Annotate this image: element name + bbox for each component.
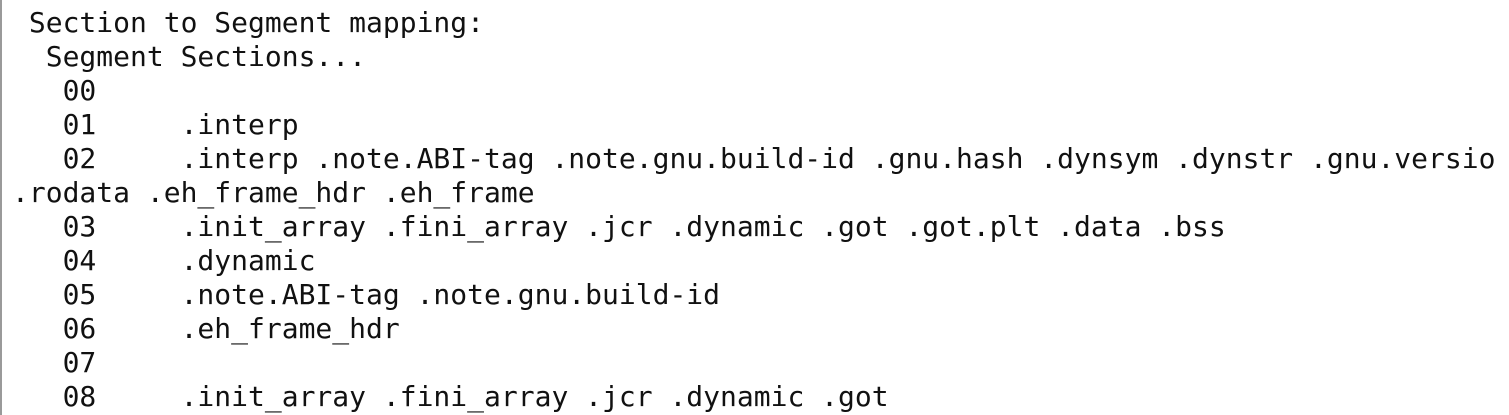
- segment-line-06: 06 .eh_frame_hdr: [12, 312, 417, 345]
- segment-line-04: 04 .dynamic: [12, 244, 333, 277]
- segment-line-07: 07: [12, 346, 181, 379]
- segment-sections-header: Segment Sections...: [12, 40, 367, 73]
- segment-line-00: 00: [12, 74, 181, 107]
- segment-line-02-wrap: .rodata .eh_frame_hdr .eh_frame: [12, 176, 552, 209]
- segment-line-08: 08 .init_array .fini_array .jcr .dynamic…: [12, 380, 906, 413]
- segment-line-01: 01 .interp: [12, 108, 316, 141]
- segment-line-02: 02 .interp .note.ABI-tag .note.gnu.build…: [12, 142, 1496, 175]
- segment-line-05: 05 .note.ABI-tag .note.gnu.build-id: [12, 278, 737, 311]
- section-mapping-header: Section to Segment mapping:: [12, 6, 485, 39]
- segment-line-03: 03 .init_array .fini_array .jcr .dynamic…: [12, 210, 1243, 243]
